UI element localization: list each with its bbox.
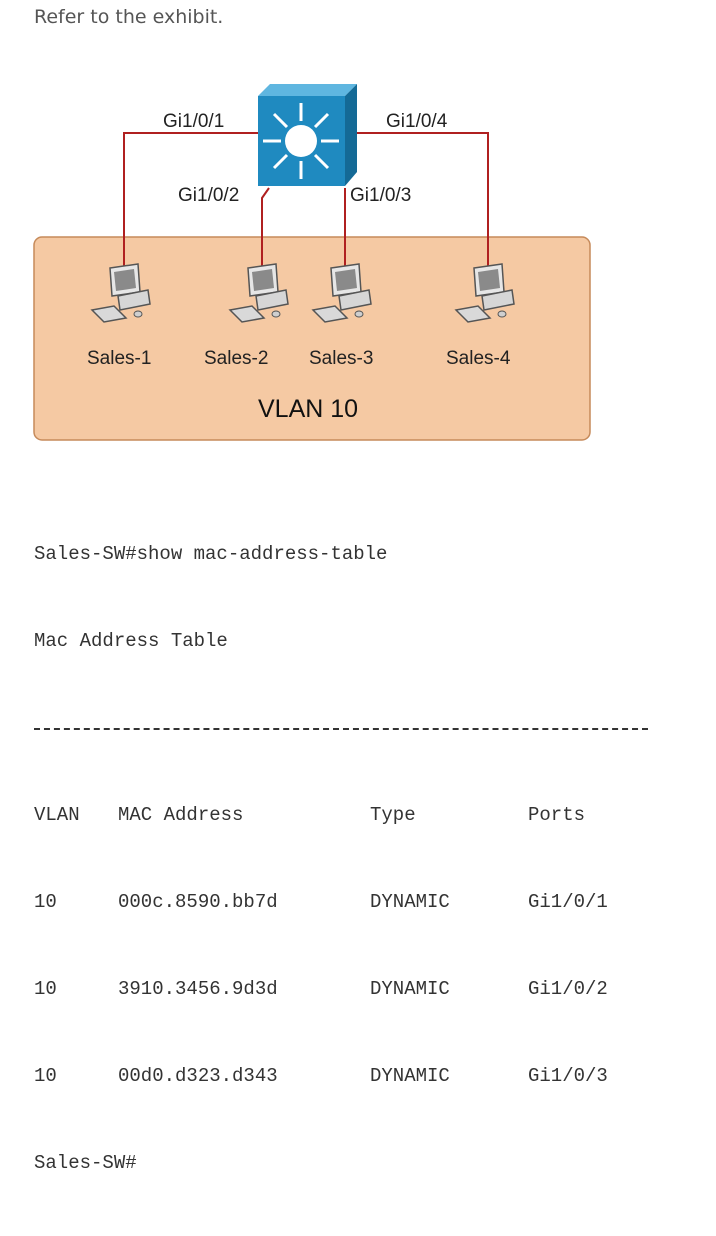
cell-vlan: 10 [34,1065,57,1087]
computer-icon [311,263,372,323]
separator-line [34,714,654,743]
cell-port: Gi1/0/2 [528,978,608,1000]
link-gi1-0-1 [123,132,258,272]
link-lines [123,132,489,272]
host-label-sales-2: Sales-2 [204,348,268,369]
port-label-gi1-0-3: Gi1/0/3 [350,185,411,206]
command-line: Sales-SW#show mac-address-table [34,543,388,565]
cell-mac: 00d0.d323.d343 [118,1065,278,1087]
link-gi1-0-4 [357,132,489,272]
header-vlan: VLAN [34,804,80,826]
prompt-line: Sales-SW# [34,1152,137,1174]
cell-type: DYNAMIC [370,891,450,913]
vlan-area [33,236,591,441]
computer-icon [90,263,151,323]
table-title: Mac Address Table [34,630,228,652]
terminal-output: Sales-SW#show mac-address-table Mac Addr… [34,482,654,1207]
cell-type: DYNAMIC [370,1065,450,1087]
host-label-sales-4: Sales-4 [446,348,511,369]
table-header-row: VLAN MAC Address Type Ports [34,801,654,830]
cell-type: DYNAMIC [370,978,450,1000]
cell-mac: 000c.8590.bb7d [118,891,278,913]
computer-icon [228,263,289,323]
table-row: 10 000c.8590.bb7d DYNAMIC Gi1/0/1 [34,888,654,917]
port-label-gi1-0-1: Gi1/0/1 [163,111,224,132]
table-row: 10 00d0.d323.d343 DYNAMIC Gi1/0/3 [34,1062,654,1091]
table-row: 10 3910.3456.9d3d DYNAMIC Gi1/0/2 [34,975,654,1004]
header-type: Type [370,804,416,826]
link-gi1-0-2 [261,187,270,272]
cell-port: Gi1/0/3 [528,1065,608,1087]
host-label-sales-1: Sales-1 [87,348,151,369]
port-label-gi1-0-2: Gi1/0/2 [178,185,239,206]
cell-vlan: 10 [34,891,57,913]
network-diagram: Gi1/0/1 Gi1/0/2 Gi1/0/3 Gi1/0/4 Sales-1 … [33,84,591,441]
switch-icon [258,84,357,186]
cell-port: Gi1/0/1 [528,891,608,913]
host-label-sales-3: Sales-3 [309,348,373,369]
header-ports: Ports [528,804,586,826]
vlan-label: VLAN 10 [258,395,358,423]
port-label-gi1-0-4: Gi1/0/4 [386,111,448,132]
computer-icon [454,263,515,323]
header-mac: MAC Address [118,804,244,826]
question-text: Refer to the exhibit. [34,6,224,28]
cell-mac: 3910.3456.9d3d [118,978,278,1000]
cell-vlan: 10 [34,978,57,1000]
